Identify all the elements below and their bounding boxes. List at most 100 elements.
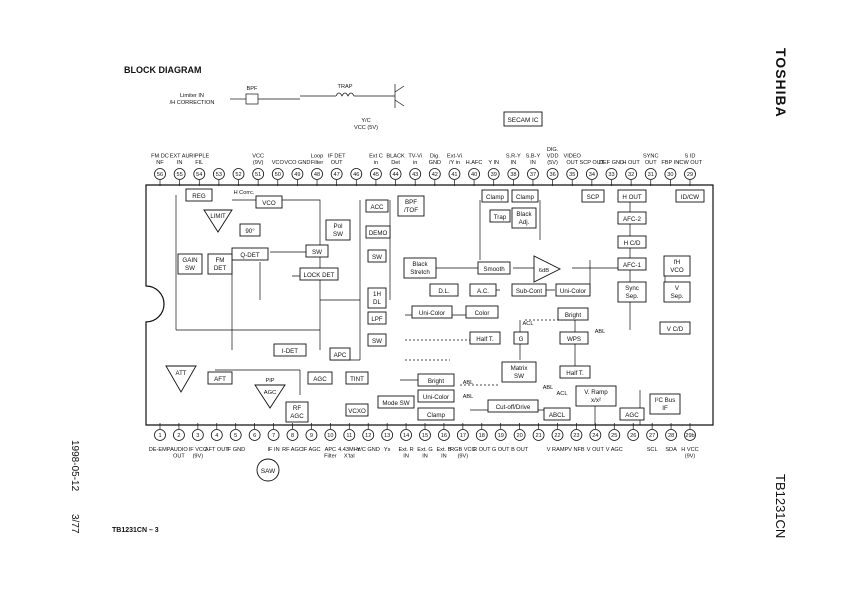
block-abcl: ABCL [543,407,571,421]
pin-label: (9V) [685,454,696,460]
svg-text:ATT: ATT [176,371,187,377]
block-ac: A.C. [469,283,497,297]
block-6db-amp: 6dB [533,255,562,283]
pin-number: 51 [255,172,261,178]
pin-number: 18 [479,433,485,439]
block-qdet: Q-DET [231,247,269,261]
svg-text:Black: Black [516,211,532,218]
svg-text:AFC-1: AFC-1 [623,262,641,269]
svg-text:SW: SW [185,265,195,272]
pin-38: 38S.R-YIN [506,154,521,186]
ic-body-outline [145,184,714,426]
pin-18: 18 R OUT [473,423,491,453]
pin-label: Loop [311,154,323,160]
svg-text:Sep.: Sep. [626,293,639,300]
svg-text:AGC: AGC [290,413,304,420]
pin-number: 48 [314,172,320,178]
block-tint: TINT [345,371,369,385]
block-sw-chroma: SW [367,249,387,263]
svg-text:ACC: ACC [370,204,384,211]
svg-text:Bright: Bright [565,312,581,319]
pin-number: 43 [412,172,418,178]
pin-number: 45 [373,172,379,178]
pin-label: V RAMP [547,447,569,453]
pin-label: NF [156,160,164,166]
pin-number: 21 [535,433,541,439]
block-h-cd: H C/D [617,235,647,249]
pin-number: 46 [353,172,359,178]
pin-label: TV-Vi [408,154,422,160]
pin-number: 26 [630,433,636,439]
pin-label: DIG. [547,147,559,153]
pin-label: IF IN [268,447,280,453]
brand-logo: TOSHIBA [773,48,789,118]
pin-number: 13 [384,433,390,439]
svg-text:A.C.: A.C. [477,288,489,295]
pin-number: 3 [196,433,199,439]
pin-label: S.B-Y [526,154,541,160]
pin-label: R OUT [473,447,491,453]
block-lock-det: LOCK DET [299,267,339,281]
svg-text:PIP: PIP [265,378,274,384]
page-number: 3/77 [69,514,80,534]
block-clamp-c: Clamp [417,407,455,421]
svg-text:G: G [519,336,524,343]
pin-number: 10 [327,433,333,439]
block-uni-color-bottom: Uni-Color [417,389,455,403]
svg-text:6dB: 6dB [539,268,549,274]
pin-number: 28 [668,433,674,439]
pin-label: G OUT [492,447,510,453]
secam-ic-label: SECAM IC [508,117,539,124]
pin-label: IF GND [226,447,245,453]
block-uni-color-mid: Uni-Color [411,305,453,319]
svg-text:AGC: AGC [313,376,327,383]
pin-number: 17 [460,433,466,439]
block-sw-dl: SW [367,333,387,347]
pin-label: SDA [665,447,677,453]
svg-text:SW: SW [312,249,322,256]
svg-text:Matrix: Matrix [511,365,529,372]
pin-label: OUT [645,160,657,166]
block-half-t-left: Half T. [469,331,501,345]
pin-label: SYNC [643,154,659,160]
block-demo: DEMO [365,225,391,239]
pin-number: 29b [685,433,694,439]
pin-number: 2 [177,433,180,439]
pin-label: Ext C [369,154,383,160]
pin-label: Y/C GND [357,447,380,453]
pin-number: 24 [592,433,598,439]
block-h-out: H OUT [617,189,647,203]
pin-number: 40 [471,172,477,178]
pin-label: OUT [331,160,343,166]
pin-number: 36 [549,172,555,178]
block-bright-top: Bright [557,307,589,321]
svg-text:fH: fH [674,259,680,266]
svg-text:H C/D: H C/D [624,240,641,247]
pin-label: /CW OUT [678,160,703,166]
pin-number: 25 [611,433,617,439]
pin-label: IF VCC [189,447,207,453]
hcorrc-label: H Corrc. [234,190,255,196]
pin-label: /Y in [449,160,460,166]
pin-number: 7 [272,433,275,439]
pin-number: 5 [234,433,237,439]
svg-text:H OUT: H OUT [622,194,641,201]
pin-label: IF AGC [302,447,320,453]
